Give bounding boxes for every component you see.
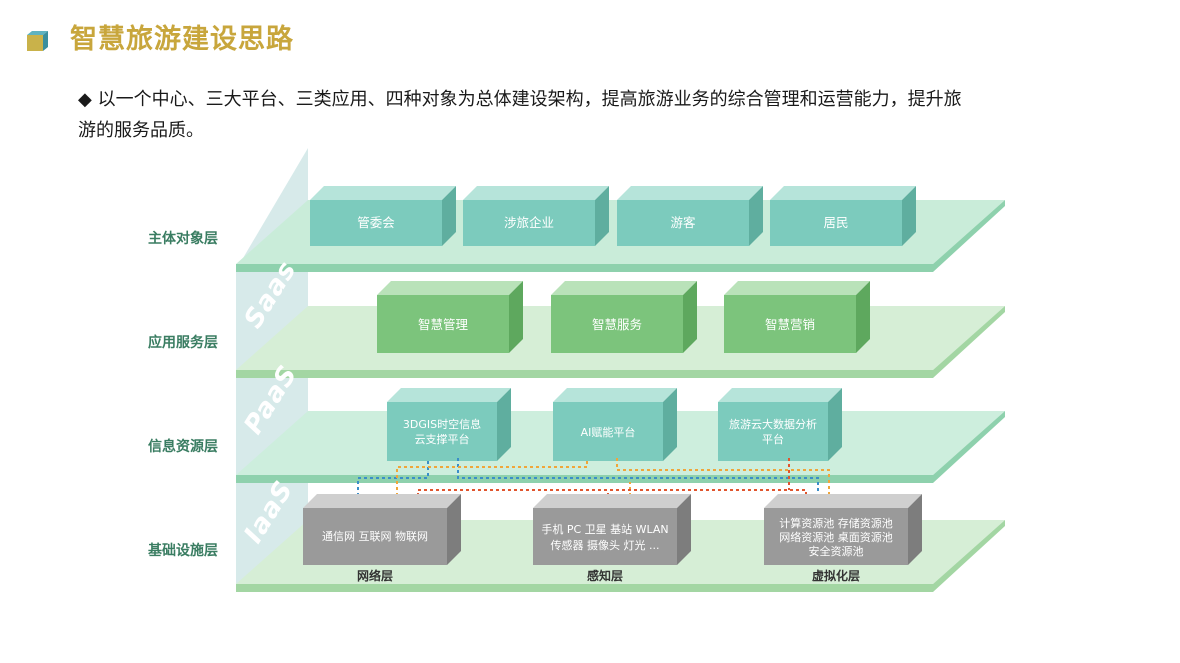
layer-application-services: Saas 应用服务层 智慧管理 智慧服务 智慧营销 [148, 256, 1005, 378]
platform-edge [236, 306, 1005, 378]
box-label: 居民 [823, 215, 848, 230]
box-label: 智慧服务 [592, 317, 642, 332]
box-label: 网络资源池 桌面资源池 [779, 530, 893, 544]
connector-orange [396, 458, 588, 520]
layer-subject-objects: 主体对象层 管委会 涉旅企业 游客 居民 [148, 186, 1005, 272]
layer-label: 基础设施层 [148, 542, 218, 559]
box-label: 旅游云大数据分析 [729, 417, 817, 431]
bullet-icon: ◆ [78, 89, 92, 110]
sub-layer-label: 虚拟化层 [812, 568, 860, 583]
box-virtualization-layer: 计算资源池 存储资源池 网络资源池 桌面资源池 安全资源池 虚拟化层 [764, 494, 922, 583]
layer-infrastructure: IaaS 基础设施层 通信网 互联网 物联网 网络层 手机 PC 卫星 基站 W… [148, 476, 1005, 592]
layer-label: 主体对象层 [148, 230, 218, 247]
box-3dgis-platform: 3DGIS时空信息 云支撑平台 [387, 388, 511, 461]
box-label: 游客 [670, 215, 696, 230]
box-label: 传感器 摄像头 灯光 ... [551, 538, 660, 552]
box-label: 手机 PC 卫星 基站 WLAN [541, 522, 668, 536]
box-ai-platform: AI赋能平台 [553, 388, 677, 461]
box-label: 安全资源池 [809, 544, 864, 558]
box-label: 智慧营销 [765, 317, 815, 332]
box-bigdata-platform: 旅游云大数据分析 平台 [718, 388, 842, 461]
box-label: 计算资源池 存储资源池 [779, 516, 893, 530]
box-label: 管委会 [357, 215, 395, 230]
platform-edge [236, 520, 1005, 592]
layer-information-resources: PaaS 信息资源层 3DGIS时空信息 云支撑平台 AI赋能平台 旅游云大数据… [148, 360, 1005, 483]
box-label: 涉旅企业 [504, 215, 554, 230]
box-residents: 居民 [770, 186, 916, 246]
page-title: 智慧旅游建设思路 [70, 24, 294, 55]
platform-edge [236, 200, 1005, 272]
layer-label: 信息资源层 [148, 438, 218, 455]
box-tourism-enterprises: 涉旅企业 [463, 186, 609, 246]
box-network-layer: 通信网 互联网 物联网 网络层 [303, 494, 461, 583]
box-label: 云支撑平台 [415, 432, 470, 446]
box-label: 智慧管理 [418, 317, 469, 332]
box-label: AI赋能平台 [581, 425, 636, 439]
box-tourists: 游客 [617, 186, 763, 246]
box-smart-marketing: 智慧营销 [724, 281, 870, 353]
box-smart-service: 智慧服务 [551, 281, 697, 353]
box-admin-committee: 管委会 [310, 186, 456, 246]
description-line-2: 游的服务品质。 [78, 120, 204, 141]
cube-icon [27, 31, 48, 51]
sub-layer-label: 网络层 [357, 568, 393, 583]
box-smart-management: 智慧管理 [377, 281, 523, 353]
sub-layer-label: 感知层 [587, 568, 623, 583]
box-label: 平台 [762, 432, 784, 446]
box-label: 通信网 互联网 物联网 [322, 529, 428, 543]
box-label: 3DGIS时空信息 [403, 417, 481, 431]
description: ◆ 以一个中心、三大平台、三类应用、四种对象为总体建设架构，提高旅游业务的综合管… [78, 84, 1068, 146]
box-perception-layer: 手机 PC 卫星 基站 WLAN 传感器 摄像头 灯光 ... 感知层 [533, 494, 691, 583]
platform-edge [236, 411, 1005, 483]
connector-blue [457, 458, 819, 520]
description-line-1: 以一个中心、三大平台、三类应用、四种对象为总体建设架构，提高旅游业务的综合管理和… [97, 89, 962, 110]
layer-label: 应用服务层 [148, 334, 218, 351]
